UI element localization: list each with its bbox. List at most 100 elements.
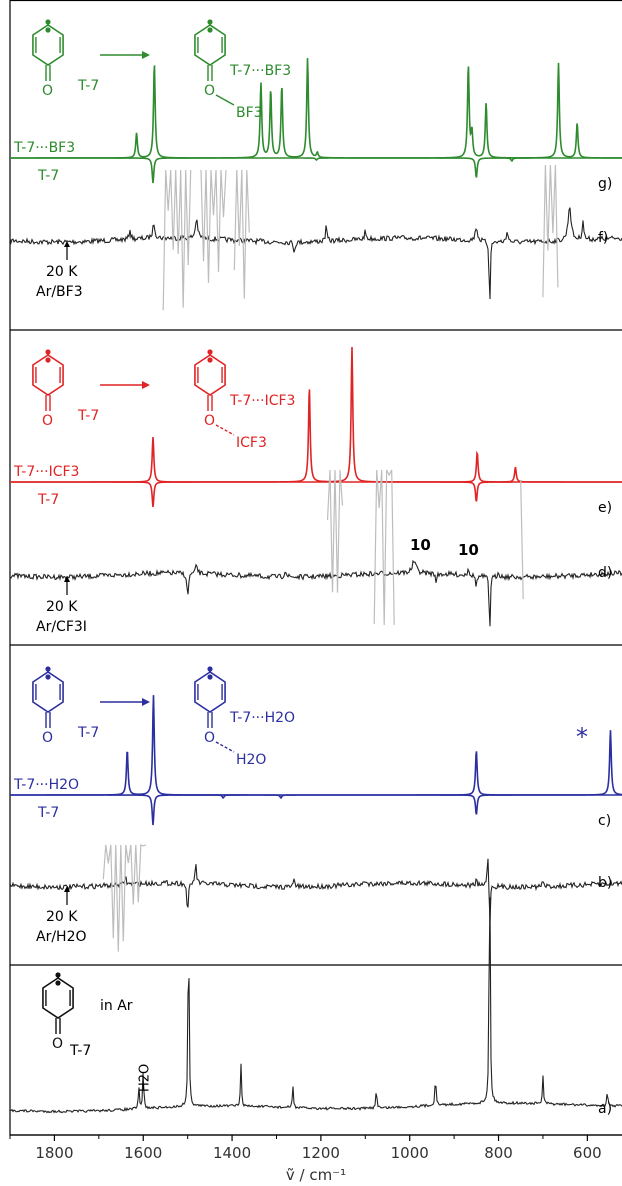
molecule-complex-cf3i: O	[194, 349, 226, 429]
molecule-complex-h2o-radical-dot-1	[207, 666, 213, 672]
spectral-traces	[9, 58, 622, 1114]
molecule-free-cf3i-ring	[32, 354, 64, 396]
ligand-label-h2o: H2O	[236, 752, 266, 768]
temperature-arrowhead-bf3	[64, 241, 70, 247]
x-tick-label-800: 800	[484, 1144, 513, 1162]
molecule-free-cf3i-radical-dot-1	[45, 349, 51, 355]
molecule-free-h2o-radical-dot-1	[45, 666, 51, 672]
calc-complex-label-cf3i: T-7···ICF3	[13, 464, 79, 480]
temperature-label-bf3: 20 K	[46, 264, 78, 280]
exp-trace-cf3i	[9, 559, 622, 627]
molecule-complex-h2o-oxygen: O	[204, 730, 215, 746]
trace-letter-a: a)	[598, 1101, 612, 1117]
temperature-arrowhead-h2o	[64, 886, 70, 892]
grey-region-0-1	[200, 169, 227, 283]
molecule-complex-bf3-radical-dot-2	[207, 27, 213, 33]
trace-letter-b: b)	[598, 875, 612, 891]
matrix-label-bf3: Ar/BF3	[36, 284, 83, 300]
x-tick-label-1000: 1000	[391, 1144, 429, 1162]
grey-region-1-2	[520, 479, 524, 600]
x-tick-label-1600: 1600	[124, 1144, 162, 1162]
free-molecule-label-h2o: T-7	[77, 725, 99, 741]
grey-region-1-1	[373, 469, 395, 626]
ligand-label-bf3: BF3	[236, 105, 263, 121]
molecule-free-cf3i: O	[32, 349, 64, 429]
free-molecule-label-bf3: T-7	[77, 78, 99, 94]
temperature-label-cf3i: 20 K	[46, 599, 78, 615]
molecule-complex-cf3i-radical-dot-1	[207, 349, 213, 355]
x-tick-label-600: 600	[573, 1144, 602, 1162]
calc-monomer-label-bf3: T-7	[37, 168, 59, 184]
molecule-complex-h2o: O	[194, 666, 226, 746]
grey-region-0-2	[233, 169, 250, 299]
calc-monomer-label-h2o: T-7	[37, 805, 59, 821]
complex-structure-label-cf3i: T-7···ICF3	[229, 393, 295, 409]
reaction-arrowhead-cf3i	[142, 381, 150, 389]
molecule-complex-bf3-oxygen: O	[204, 83, 215, 99]
molecule-free-h2o-radical-dot-2	[45, 674, 51, 680]
molecule-ar-radical-dot-2	[55, 980, 61, 986]
water-peak-label: H2O	[138, 1064, 153, 1092]
molecule-ar-ring	[42, 977, 74, 1019]
molecule-ar-radical-dot-1	[55, 972, 61, 978]
panel-frames	[9, 0, 622, 1136]
molecule-complex-h2o-radical-dot-2	[207, 674, 213, 680]
matrix-label-cf3i: Ar/CF3I	[36, 619, 87, 635]
calc-trace-down-cf3i	[10, 481, 622, 508]
trace-letter-c: c)	[598, 813, 611, 829]
molecule-free-bf3-radical-dot-2	[45, 27, 51, 33]
calc-complex-label-h2o: T-7···H2O	[13, 777, 79, 793]
grey-region-0-3	[542, 164, 559, 298]
x-axis-title: ṽ / cm⁻¹	[286, 1166, 346, 1184]
matrix-label-ar: in Ar	[100, 998, 133, 1014]
trace-letter-f: f)	[598, 230, 608, 246]
calc-trace-up-cf3i	[10, 347, 622, 483]
complex-structure-label-h2o: T-7···H2O	[229, 710, 295, 726]
grey-region-0-0	[162, 169, 192, 311]
x-axis: 1800 1600 1400 1200 1000 800 600 ṽ / cm⁻¹	[9, 1134, 622, 1184]
x-tick-label-1200: 1200	[302, 1144, 340, 1162]
reaction-arrowhead-bf3	[142, 51, 150, 59]
exp-trace-h2o	[9, 858, 622, 923]
molecule-ar: O	[42, 972, 74, 1052]
matrix-label-h2o: Ar/H2O	[36, 929, 87, 945]
grey-region-2-0	[102, 844, 147, 952]
coordination-bond-h2o	[215, 741, 235, 753]
molecule-complex-bf3: O	[194, 19, 226, 99]
molecule-complex-cf3i-oxygen: O	[204, 413, 215, 429]
water-band-marker: *	[576, 723, 588, 751]
coordination-bond-bf3	[215, 94, 235, 106]
trace-letter-e: e)	[598, 500, 612, 516]
calc-complex-label-bf3: T-7···BF3	[13, 140, 75, 156]
temperature-label-h2o: 20 K	[46, 909, 78, 925]
molecule-free-bf3-radical-dot-1	[45, 19, 51, 25]
molecule-complex-cf3i-radical-dot-2	[207, 357, 213, 363]
free-molecule-label-cf3i: T-7	[77, 408, 99, 424]
annotation-10-right: 10	[458, 541, 479, 559]
calc-trace-down-h2o	[10, 794, 622, 826]
molecule-ar-oxygen: O	[52, 1036, 63, 1052]
calc-trace-down-bf3	[10, 157, 622, 184]
x-tick-label-1400: 1400	[213, 1144, 251, 1162]
molecule-free-h2o-oxygen: O	[42, 730, 53, 746]
ligand-label-cf3i: ICF3	[236, 435, 267, 451]
molecule-free-cf3i-oxygen: O	[42, 413, 53, 429]
molecule-free-bf3: O	[32, 19, 64, 99]
molecule-free-bf3-oxygen: O	[42, 83, 53, 99]
molecule-complex-h2o-ring	[194, 671, 226, 713]
coordination-bond-cf3i	[215, 424, 235, 436]
x-tick-label-1800: 1800	[35, 1144, 73, 1162]
trace-letter-g: g)	[598, 176, 612, 192]
molecule-complex-cf3i-ring	[194, 354, 226, 396]
temperature-arrowhead-cf3i	[64, 576, 70, 582]
annotation-10-left: 10	[410, 536, 431, 554]
molecule-free-h2o-ring	[32, 671, 64, 713]
molecule-complex-bf3-ring	[194, 24, 226, 66]
grey-region-1-0	[326, 469, 344, 593]
trace-letter-d: d)	[598, 565, 612, 581]
exp-trace-bf3	[9, 207, 622, 299]
exp-trace-ar	[9, 897, 622, 1114]
molecule-free-h2o: O	[32, 666, 64, 746]
molecule-complex-bf3-radical-dot-1	[207, 19, 213, 25]
